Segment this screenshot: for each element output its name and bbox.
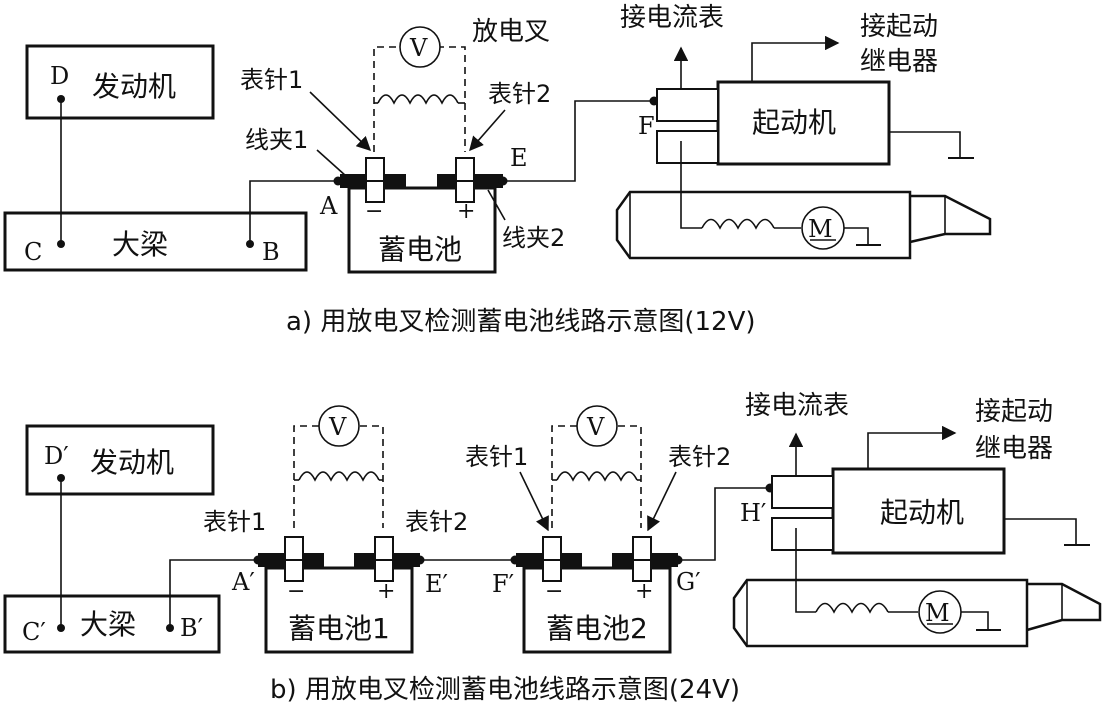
fork1-coil xyxy=(298,471,380,482)
point-d-label-b: D′ xyxy=(44,442,69,470)
point-e-label-b: E′ xyxy=(425,570,448,598)
voltmeter2-circle xyxy=(576,405,618,447)
probe2-label: 表针2 xyxy=(488,80,551,108)
battery-label: 蓄电池 xyxy=(378,233,462,266)
field-coil-b xyxy=(815,602,889,614)
motor-wire-b xyxy=(795,528,816,613)
b1-plus: + xyxy=(377,579,395,604)
engine-label: 发动机 xyxy=(92,70,176,103)
point-c-label: C xyxy=(24,238,42,266)
diagram-b: 发动机 D′ 大梁 C′ B′ A′ 蓄电池1 − + E′ V 表针1 xyxy=(3,391,1102,705)
point-h-label-b: H′ xyxy=(740,499,766,527)
frame-box xyxy=(3,211,308,272)
point-a-label: A xyxy=(319,192,338,220)
probe2-left-label: 表针2 xyxy=(405,508,468,536)
frame-box-b xyxy=(3,594,221,654)
diagram-a: 发动机 D 大梁 C B A 蓄电池 − + E V xyxy=(3,3,992,337)
point-d-label: D xyxy=(50,62,69,90)
probe1-arrow xyxy=(309,91,372,152)
motor-housing xyxy=(615,190,912,260)
caption-a: a) 用放电叉检测蓄电池线路示意图(12V) xyxy=(286,307,756,337)
probe1-label: 表针1 xyxy=(240,66,303,94)
starter-ground-wire-b xyxy=(1004,518,1077,545)
clip1-leader xyxy=(316,149,347,177)
point-e-label: E xyxy=(510,144,528,172)
clip2-label: 线夹2 xyxy=(502,224,565,252)
probe1-right-label: 表针1 xyxy=(465,443,528,471)
probe2-right-label: 表针2 xyxy=(668,443,731,471)
relay-arrow-b xyxy=(867,425,957,469)
starter-label-b: 起动机 xyxy=(880,496,964,529)
starter-label: 起动机 xyxy=(752,106,836,139)
starter-ground-wire xyxy=(889,131,961,158)
starter-terminal-top xyxy=(656,88,719,122)
voltmeter2-label: V xyxy=(586,413,605,441)
to-relay-line2: 继电器 xyxy=(860,47,938,77)
motor-housing-b xyxy=(732,578,1029,648)
b-a-wire-b xyxy=(169,559,258,628)
e-f-wire xyxy=(503,100,654,182)
voltmeter1-circle xyxy=(318,405,360,447)
minus-sign: − xyxy=(365,199,383,224)
voltmeter-label: V xyxy=(409,34,428,62)
motor-label: M xyxy=(808,215,833,243)
to-relay-b-line2: 继电器 xyxy=(975,434,1053,464)
to-ammeter-label-b: 接电流表 xyxy=(745,391,849,421)
starter-box-b xyxy=(831,467,1006,555)
voltmeter-circle xyxy=(399,26,441,68)
starter-terminal-bottom xyxy=(656,130,719,164)
b2-minus: − xyxy=(545,579,563,604)
plus-sign: + xyxy=(457,199,475,224)
motor-nose-b xyxy=(1026,582,1102,632)
b-a-wire xyxy=(249,180,338,244)
voltmeter1-label: V xyxy=(328,413,347,441)
point-a-label-b: A′ xyxy=(231,568,255,596)
point-f-label-b: F′ xyxy=(492,570,514,598)
frame-label: 大梁 xyxy=(112,228,168,261)
engine-box-b xyxy=(25,424,215,496)
motor-ground-wire xyxy=(844,227,869,245)
to-ammeter-label: 接电流表 xyxy=(620,3,724,33)
point-c-label-b: C′ xyxy=(22,618,46,646)
probe1-left-label: 表针1 xyxy=(203,508,266,536)
field-coil xyxy=(701,218,775,230)
probe1-right-arrow xyxy=(519,471,549,532)
frame-label-b: 大梁 xyxy=(80,608,136,641)
clip2-leader xyxy=(487,189,506,221)
starter-box xyxy=(716,80,891,166)
relay-arrow xyxy=(751,35,840,82)
caption-b: b) 用放电叉检测蓄电池线路示意图(24V) xyxy=(270,675,740,705)
b1-minus: − xyxy=(287,579,305,604)
motor-ground-wire-b xyxy=(961,611,989,630)
to-relay-line1: 接起动 xyxy=(860,12,938,42)
fork-coil xyxy=(377,94,459,105)
motor-wire xyxy=(680,141,702,229)
point-g-label-b: G′ xyxy=(676,568,701,596)
clip1-label: 线夹1 xyxy=(245,126,308,154)
g-h-wire-b xyxy=(678,487,770,561)
probe2-right-arrow xyxy=(647,471,677,532)
discharge-fork-label: 放电叉 xyxy=(472,17,550,47)
battery1-label: 蓄电池1 xyxy=(288,612,390,645)
engine-label-b: 发动机 xyxy=(90,446,174,479)
point-b-label: B xyxy=(262,238,280,266)
fork2-coil xyxy=(556,471,638,482)
point-f-label: F xyxy=(638,112,655,140)
point-b-label-b: B′ xyxy=(180,614,203,642)
battery2-label: 蓄电池2 xyxy=(546,612,648,645)
motor-nose xyxy=(909,194,992,244)
b2-plus: + xyxy=(635,579,653,604)
motor-label-b: M xyxy=(925,599,950,627)
engine-box xyxy=(25,44,215,120)
to-relay-b-line1: 接起动 xyxy=(975,397,1053,427)
probe2-arrow xyxy=(469,109,506,152)
